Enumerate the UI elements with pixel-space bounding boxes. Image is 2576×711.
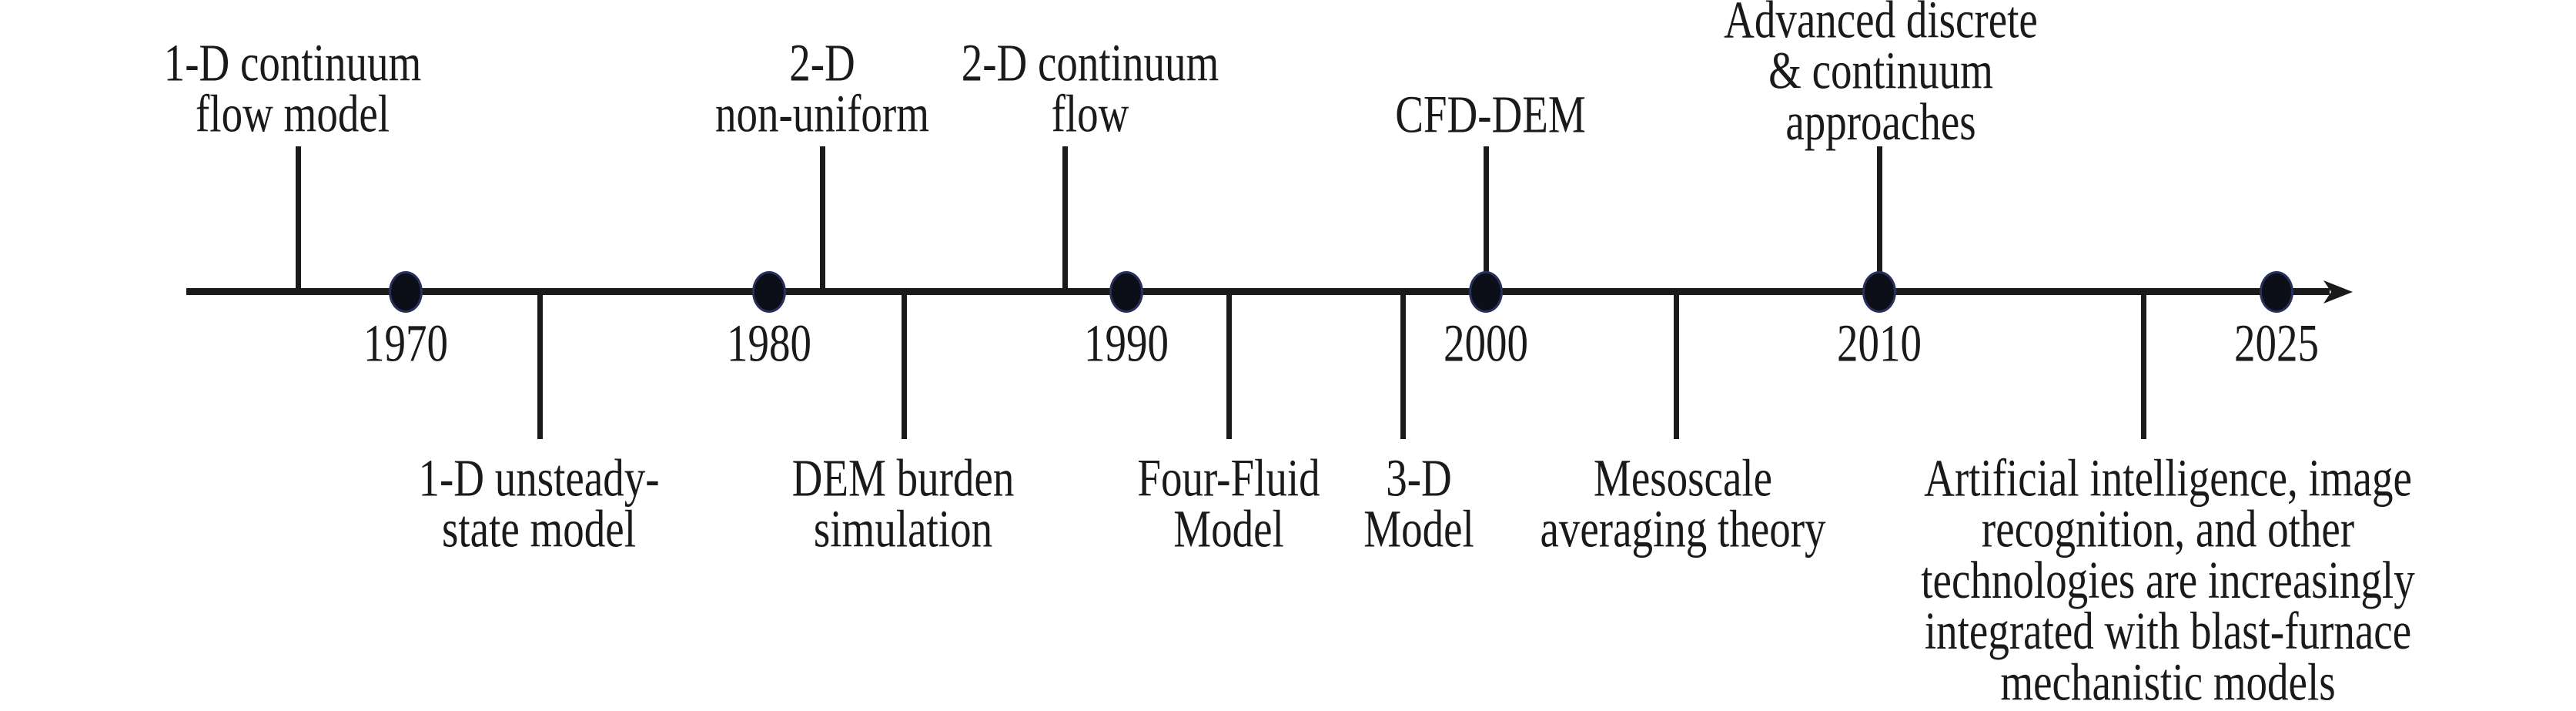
event-tick-above bbox=[1877, 146, 1882, 289]
year-label: 1980 bbox=[727, 314, 811, 373]
event-label-above: 2-D continuum flow bbox=[961, 33, 1219, 143]
event-tick-below bbox=[1400, 295, 1406, 439]
timeline-dot bbox=[1862, 271, 1896, 313]
year-label: 2025 bbox=[2234, 314, 2319, 373]
event-label-above: 1-D continuum flow model bbox=[163, 33, 422, 143]
timeline-dot bbox=[752, 271, 786, 313]
year-label: 2000 bbox=[1444, 314, 1528, 373]
event-tick-below bbox=[537, 295, 543, 439]
event-tick-below bbox=[902, 295, 907, 439]
event-label-below: Mesoscale averaging theory bbox=[1540, 448, 1826, 558]
event-tick-below bbox=[2141, 295, 2146, 439]
event-label-below: 1-D unsteady- state model bbox=[418, 448, 660, 558]
event-label-above: Advanced discrete & continuum approaches bbox=[1724, 0, 2038, 151]
event-label-below: Artificial intelligence, image recogniti… bbox=[1921, 448, 2415, 711]
arrow-right-icon bbox=[2323, 280, 2353, 304]
event-label-above: CFD-DEM bbox=[1395, 85, 1586, 144]
timeline-dot bbox=[389, 271, 423, 313]
event-tick-above bbox=[820, 146, 825, 289]
event-tick-below bbox=[1674, 295, 1679, 439]
year-label: 1990 bbox=[1084, 314, 1169, 373]
timeline-dot bbox=[1469, 271, 1503, 313]
event-tick-below bbox=[1226, 295, 1232, 439]
event-tick-above bbox=[1484, 146, 1489, 289]
year-label: 1970 bbox=[363, 314, 448, 373]
timeline-dot bbox=[2260, 271, 2293, 313]
event-label-below: 3-D Model bbox=[1363, 448, 1474, 558]
timeline-dot bbox=[1109, 271, 1143, 313]
event-label-above: 2-D non-uniform bbox=[714, 33, 929, 143]
year-label: 2010 bbox=[1837, 314, 1922, 373]
timeline-axis bbox=[186, 288, 2330, 295]
event-label-below: DEM burden simulation bbox=[791, 448, 1015, 558]
event-label-below: Four-Fluid Model bbox=[1137, 448, 1320, 558]
event-tick-above bbox=[1062, 146, 1068, 289]
event-tick-above bbox=[296, 146, 301, 289]
